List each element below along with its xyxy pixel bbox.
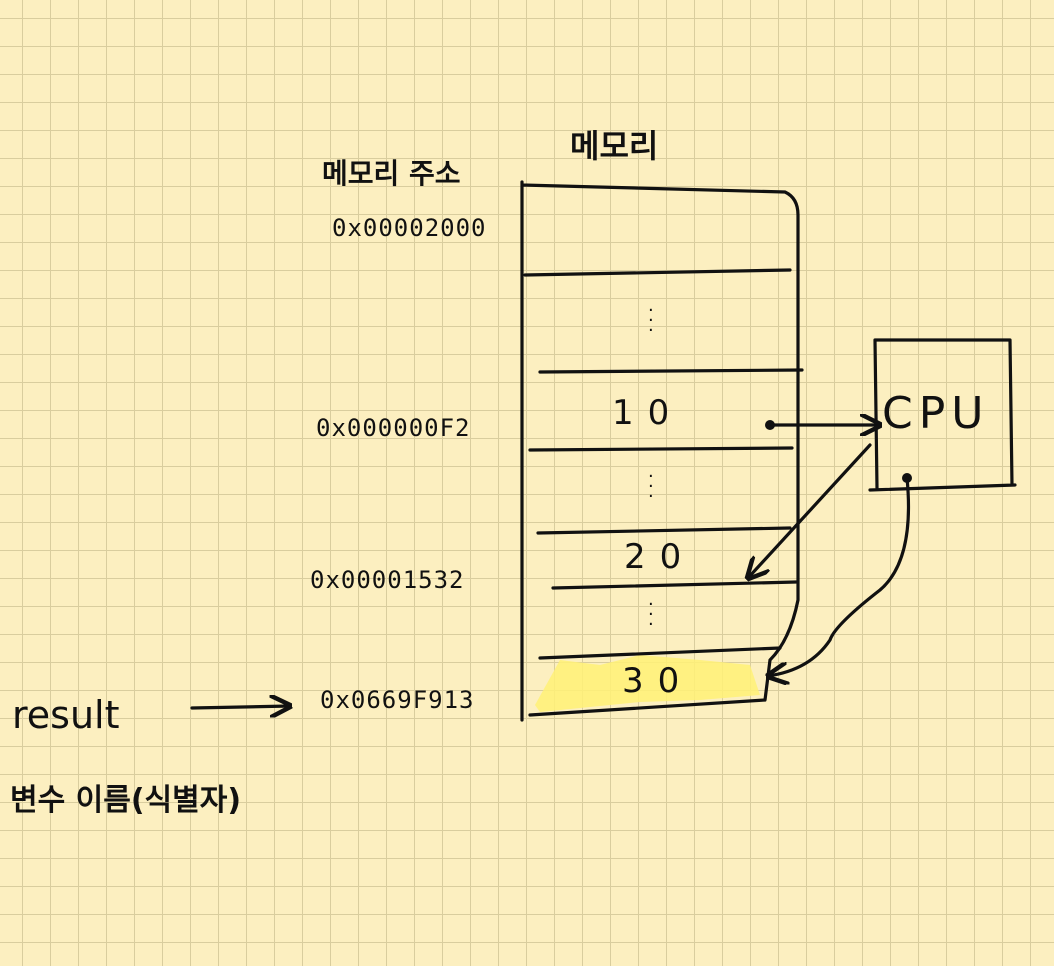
arrow-cpu-to-cell30 [768, 476, 911, 676]
highlight-marker [535, 655, 760, 712]
memory-title: 메모리 [570, 127, 659, 165]
address-header: 메모리 주소 [322, 157, 461, 190]
cpu-label: CPU [882, 388, 990, 439]
memory-row-divider [551, 580, 798, 590]
ellipsis-dots: ··· [648, 300, 654, 341]
ellipsis-dots: ··· [648, 594, 654, 635]
memory-cell-value: 20 [624, 537, 696, 577]
memory-row-divider [523, 268, 792, 277]
arrow-cpu-to-cell20 [748, 443, 872, 578]
memory-block [520, 180, 800, 722]
memory-cell-value: 30 [622, 661, 694, 701]
ellipsis-dots: ··· [648, 466, 654, 507]
address-label: 0x0669F913 [320, 686, 475, 714]
variable-name: result [12, 693, 120, 737]
arrow-variable-to-address [190, 706, 290, 708]
memory-row-divider [538, 368, 804, 374]
address-label: 0x00002000 [332, 214, 487, 242]
address-label: 0x000000F2 [316, 414, 471, 442]
address-label: 0x00001532 [310, 566, 465, 594]
arrow-origin-dot [765, 420, 775, 430]
memory-row-divider [538, 646, 782, 660]
memory-row-divider [536, 526, 792, 535]
memory-row-divider [528, 446, 794, 452]
memory-cell-value: 10 [612, 393, 684, 433]
variable-caption: 변수 이름(식별자) [10, 783, 242, 818]
